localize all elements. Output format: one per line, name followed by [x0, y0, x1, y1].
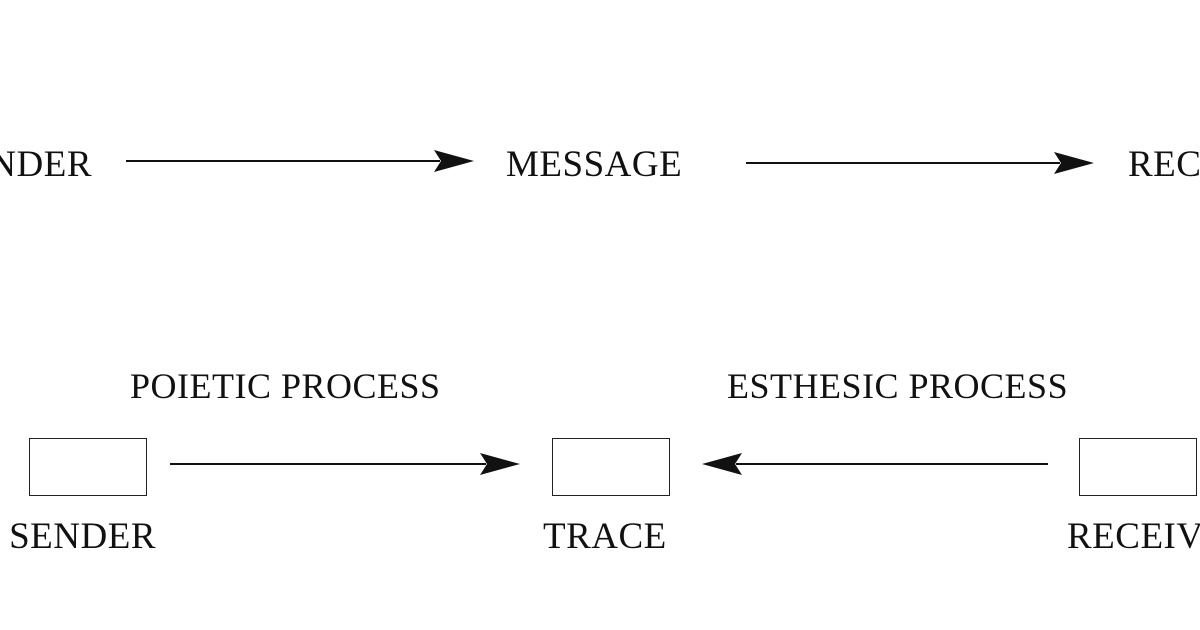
- bottom-sender-label: SENDER: [9, 516, 156, 557]
- trace-box: [552, 438, 670, 496]
- top-sender-label: SENDER: [0, 144, 92, 185]
- bottom-receiver-label: RECEIVER: [1067, 516, 1200, 557]
- receiver-box: [1079, 438, 1197, 496]
- poietic-process-label: POIETIC PROCESS: [130, 366, 441, 406]
- sender-box: [29, 438, 147, 496]
- arrow-message-to-receiver: [746, 152, 1094, 174]
- top-message-label: MESSAGE: [506, 144, 683, 185]
- trace-label: TRACE: [543, 516, 667, 557]
- esthesic-process-label: ESTHESIC PROCESS: [727, 366, 1069, 406]
- arrow-sender-to-trace: [170, 453, 520, 475]
- top-receiver-label: RECEIVER: [1128, 144, 1200, 185]
- arrow-receiver-to-trace: [702, 453, 1048, 475]
- arrow-sender-to-message: [126, 150, 474, 172]
